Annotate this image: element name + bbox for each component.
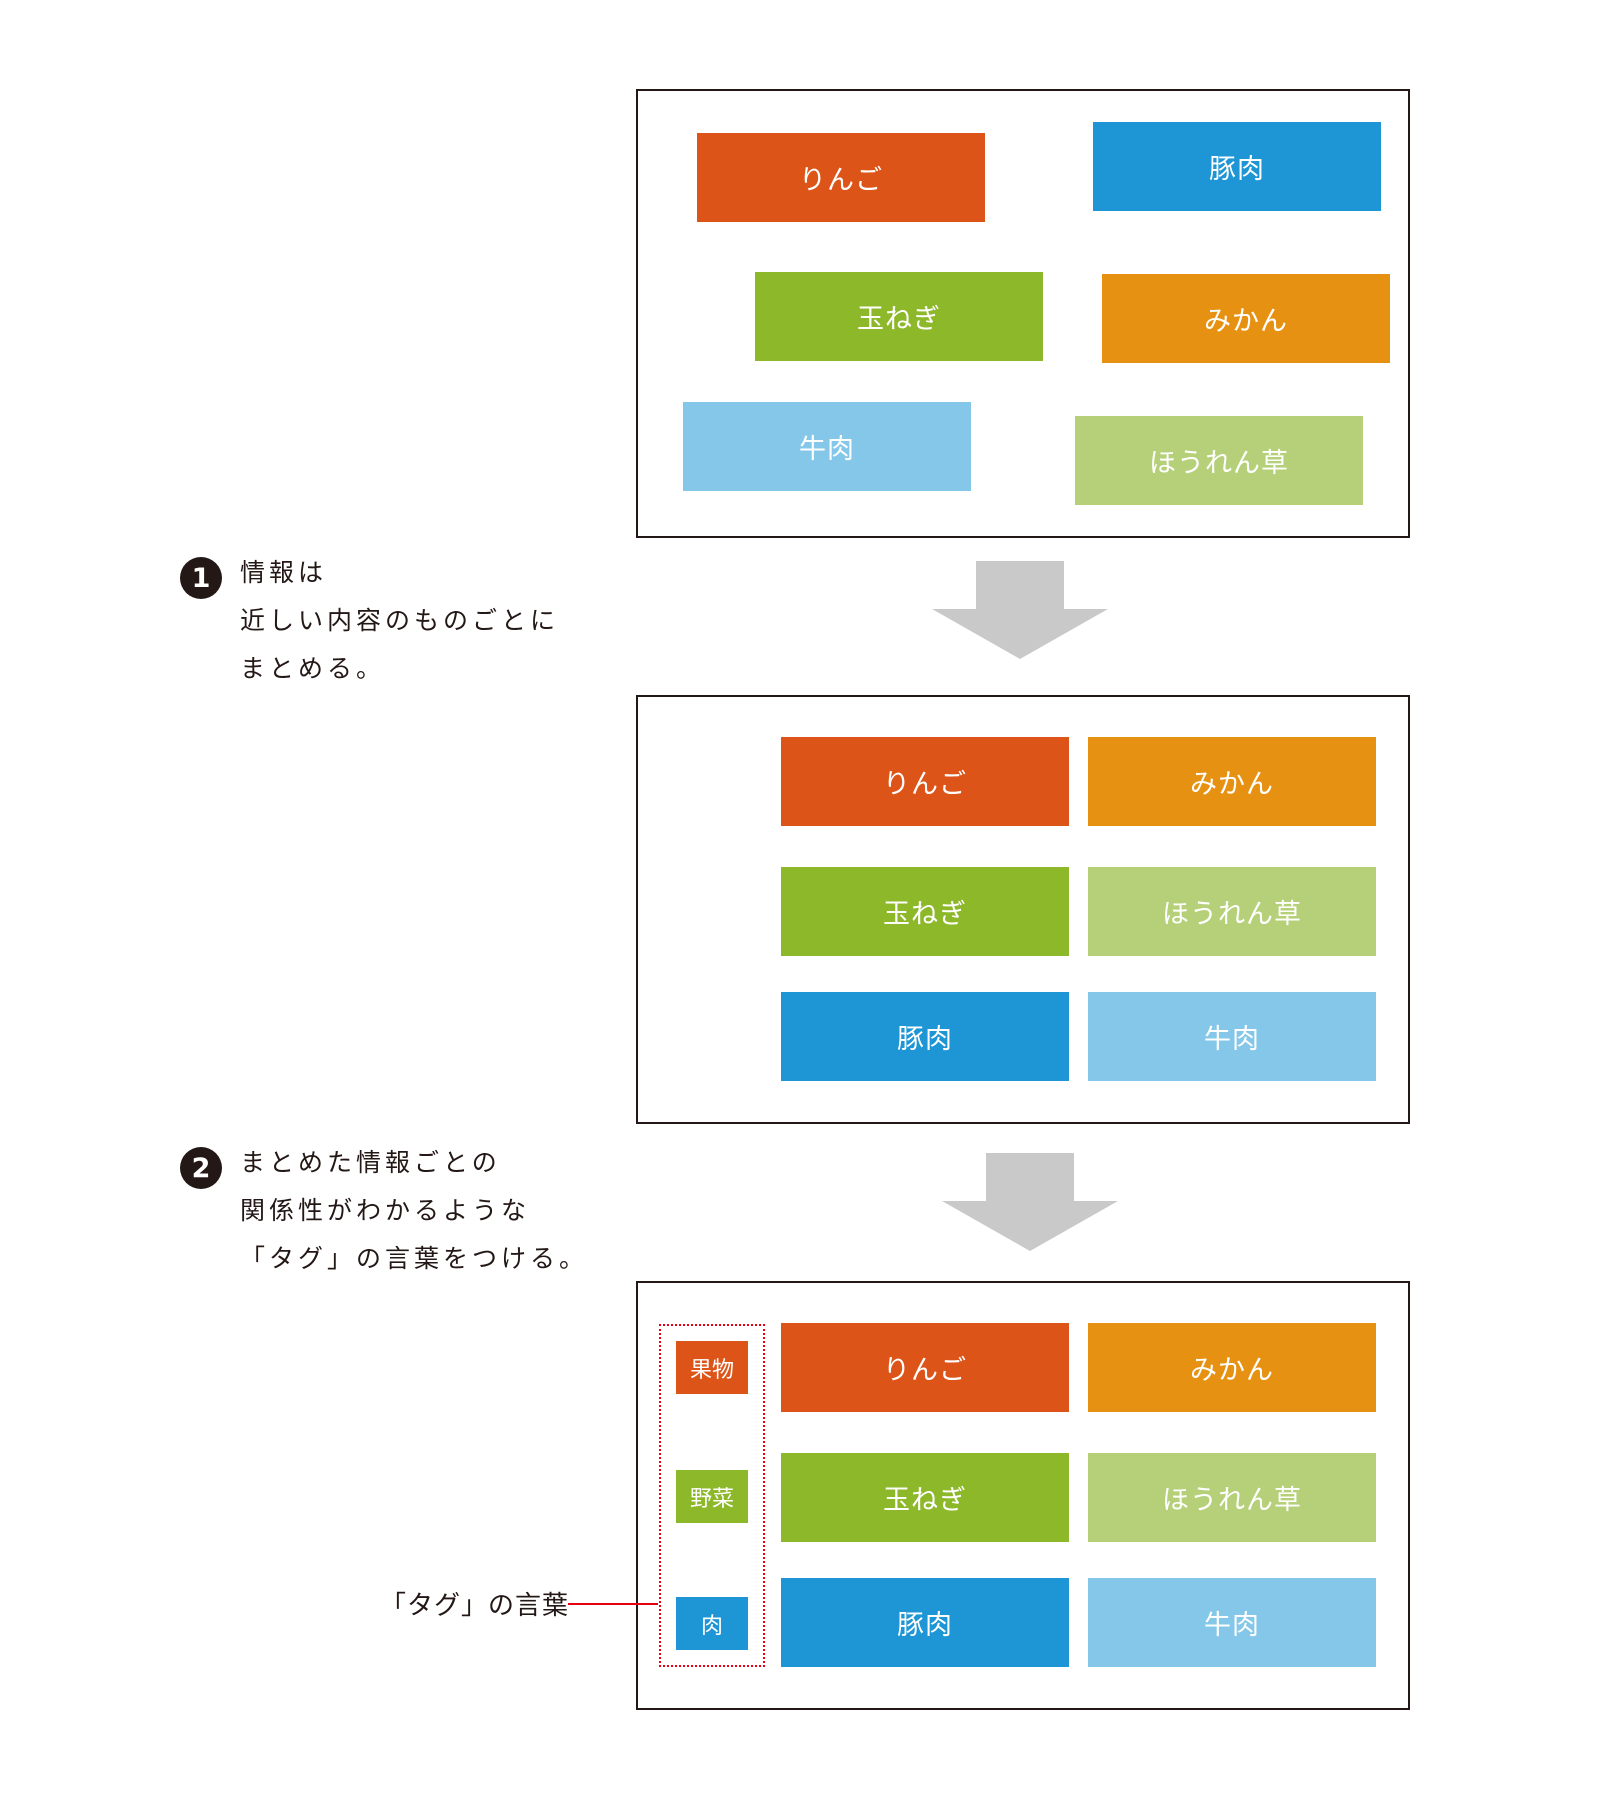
tag-vegetable: 野菜 [676, 1470, 748, 1523]
card-pork: 豚肉 [1093, 122, 1381, 211]
tag-meat: 肉 [676, 1597, 748, 1650]
step-2-line-1: まとめた情報ごとの [240, 1148, 501, 1177]
card-onion: 玉ねぎ [781, 867, 1069, 956]
panel-scattered: りんご 豚肉 玉ねぎ みかん 牛肉 ほうれん草 [636, 89, 1410, 538]
step-1-line-1: 情報は [240, 558, 328, 587]
card-spinach: ほうれん草 [1088, 1453, 1376, 1542]
down-arrow-icon [942, 1153, 1118, 1251]
card-apple: りんご [781, 737, 1069, 826]
tag-fruit: 果物 [676, 1341, 748, 1394]
card-beef: 牛肉 [1088, 1578, 1376, 1667]
card-apple: りんご [781, 1323, 1069, 1412]
card-onion: 玉ねぎ [781, 1453, 1069, 1542]
step-2-line-2: 関係性がわかるような [240, 1196, 531, 1225]
step-1-text: 情報は 近しい内容のものごとに まとめる。 [240, 549, 559, 693]
card-beef: 牛肉 [683, 402, 971, 491]
card-pork: 豚肉 [781, 1578, 1069, 1667]
panel-grouped: りんご みかん 玉ねぎ ほうれん草 豚肉 牛肉 [636, 695, 1410, 1124]
card-onion: 玉ねぎ [755, 272, 1043, 361]
card-apple: りんご [697, 133, 985, 222]
card-beef: 牛肉 [1088, 992, 1376, 1081]
tag-callout-label: 「タグ」の言葉 [380, 1591, 570, 1621]
card-spinach: ほうれん草 [1088, 867, 1376, 956]
card-mandarin: みかん [1102, 274, 1390, 363]
card-mandarin: みかん [1088, 737, 1376, 826]
down-arrow-icon [932, 561, 1108, 659]
panel-tagged: 果物 野菜 肉 りんご みかん 玉ねぎ ほうれん草 豚肉 牛肉 [636, 1281, 1410, 1710]
card-pork: 豚肉 [781, 992, 1069, 1081]
step-1-line-2: 近しい内容のものごとに [240, 606, 560, 635]
step-2-number-badge: 2 [180, 1147, 222, 1189]
step-2-text: まとめた情報ごとの 関係性がわかるような 「タグ」の言葉をつける。 [240, 1139, 588, 1283]
tag-callout-line [568, 1603, 658, 1605]
tag-group-outline: 果物 野菜 肉 [659, 1324, 765, 1667]
card-spinach: ほうれん草 [1075, 416, 1363, 505]
card-mandarin: みかん [1088, 1323, 1376, 1412]
step-1-number-badge: 1 [180, 557, 222, 599]
step-2-line-3: 「タグ」の言葉をつける。 [240, 1244, 589, 1273]
step-1-line-3: まとめる。 [240, 654, 386, 683]
